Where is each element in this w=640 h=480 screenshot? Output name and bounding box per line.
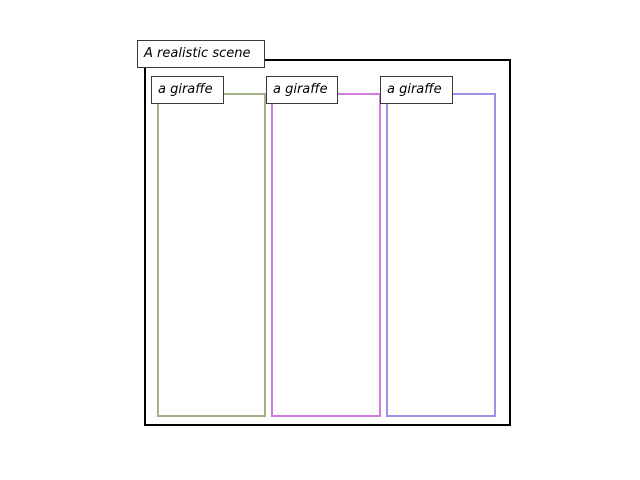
object-label-2: a giraffe (266, 76, 338, 104)
object-label-3: a giraffe (380, 76, 453, 104)
object-label-1: a giraffe (151, 76, 224, 104)
scene-label: A realistic scene (137, 40, 265, 68)
object-box-3 (386, 93, 496, 417)
object-box-1 (157, 93, 266, 417)
object-box-2 (271, 93, 381, 417)
scene-frame (144, 59, 511, 426)
